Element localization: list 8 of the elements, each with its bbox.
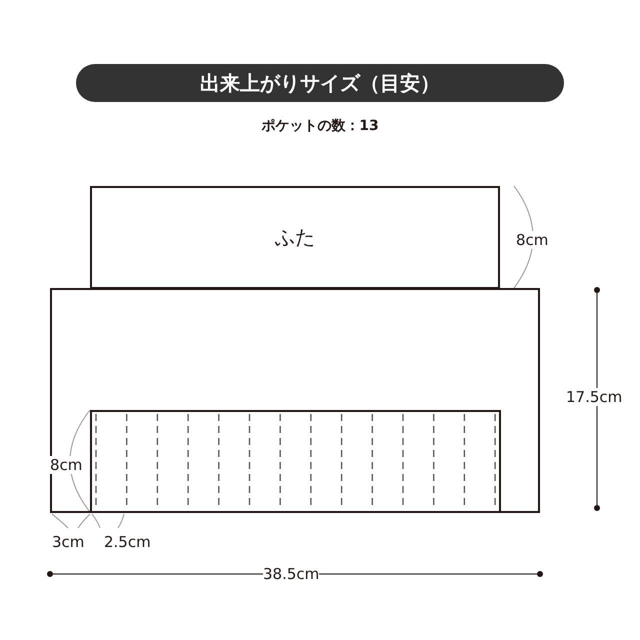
dimension-label: 8cm (516, 231, 548, 249)
pocket-count-note: ポケットの数：13 (260, 117, 380, 135)
part-label: ふた (275, 224, 315, 251)
dimension-label: 8cm (50, 456, 82, 474)
flap-panel (90, 186, 500, 289)
title-banner: 出来上がりサイズ（目安） (76, 64, 564, 102)
dimension-label: 17.5cm (566, 388, 622, 406)
body-panel (50, 288, 540, 513)
